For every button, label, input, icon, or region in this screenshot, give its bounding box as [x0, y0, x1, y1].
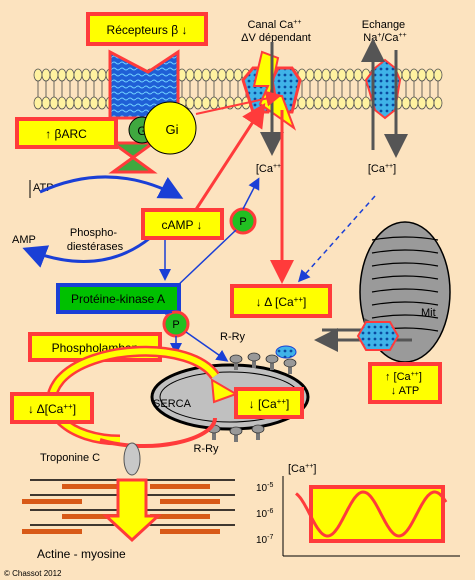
- barc-label: ↑ βARC: [45, 127, 87, 141]
- exchanger-to-delta-ca-arrow: [298, 195, 376, 283]
- svg-text:P: P: [239, 216, 246, 228]
- troponine-label: Troponine C: [40, 452, 100, 464]
- camp-box: cAMP ↓: [141, 208, 224, 240]
- delta-ca-box: ↓ Δ [Ca++]: [230, 284, 332, 318]
- p2-to-rry-arrow: [185, 331, 229, 362]
- camp-to-amp-arrow: [22, 236, 151, 268]
- pka-to-p-line: [174, 229, 237, 289]
- svg-text:↓ [Ca++]: ↓ [Ca++]: [249, 397, 290, 411]
- camp-to-channel-arrow: [193, 102, 266, 212]
- graph-box: [309, 485, 445, 543]
- gi-to-channel-arrow: [195, 90, 282, 115]
- svg-text:↓ Δ [Ca++]: ↓ Δ [Ca++]: [256, 295, 307, 309]
- actine-myosine-label: Actine - myosine: [37, 547, 126, 561]
- phosphate-circle-2: P: [162, 310, 190, 338]
- beta-receptors-box: Récepteurs β ↓: [86, 12, 208, 46]
- gs-label: G: [137, 124, 146, 138]
- graph-ylabel: [Ca++]: [288, 463, 316, 475]
- beta-receptors-label: Récepteurs β ↓: [107, 23, 188, 37]
- atp-label: ATP: [33, 182, 54, 194]
- mito-box: ↑ [Ca++] ↓ ATP: [368, 362, 442, 404]
- phosphate-circle-1: P: [229, 207, 257, 235]
- copyright-label: © Chassot 2012: [4, 569, 62, 578]
- rry-bottom-label: R-Ry: [193, 443, 219, 455]
- amp-label: AMP: [12, 234, 36, 246]
- ca-under-exchanger: [Ca++]: [368, 163, 396, 175]
- gi-label: Gi: [166, 122, 179, 137]
- mito-exchanger-icon: [356, 321, 400, 351]
- pka-label: Protéine-kinase A: [71, 292, 165, 306]
- serca-label: SERCA: [153, 398, 192, 410]
- svg-text:↓ Δ[Ca++]: ↓ Δ[Ca++]: [28, 402, 76, 416]
- contraction-arrow: [102, 478, 162, 543]
- rry-top-label: R-Ry: [220, 331, 246, 343]
- beta-receptor-icon: [108, 49, 180, 120]
- svg-text:↑ [Ca++] ↓ ATP: ↑ [Ca++] ↓ ATP: [385, 371, 425, 397]
- sr-cycle-arrow-head: [210, 378, 239, 404]
- calcium-oscillation-wave: [295, 490, 448, 538]
- graph-tick-1: 10-5: [256, 482, 273, 494]
- p-to-ca-arrow: [242, 177, 260, 210]
- graph-tick-3: 10-7: [256, 534, 273, 546]
- ryanodine-receptors: [207, 345, 297, 442]
- sr-ca-box: ↓ [Ca++]: [234, 387, 304, 419]
- g-protein-icon: G Gi: [108, 101, 197, 174]
- phosphodiesterases-label: Phospho- diestérases: [67, 227, 124, 253]
- pka-box: Protéine-kinase A: [56, 283, 181, 314]
- svg-text:P: P: [172, 319, 179, 331]
- delta-ca-left-box: ↓ Δ[Ca++]: [10, 392, 94, 424]
- canal-title: Canal Ca++ ΔV dépendant: [241, 15, 311, 44]
- troponine-icon: [123, 442, 141, 476]
- barc-box: ↑ βARC: [15, 117, 118, 149]
- sr-cycle-arrow: [48, 348, 218, 443]
- sr-cycle-lower-arrow: [99, 417, 217, 448]
- graph-tick-2: 10-6: [256, 508, 273, 520]
- atp-to-camp-arrow: [39, 175, 184, 199]
- pka-to-p2-line: [164, 311, 173, 315]
- mit-label: Mit: [421, 307, 436, 319]
- camp-label: cAMP ↓: [161, 218, 202, 232]
- ca-oscillation-graph: [Ca++] 10-5 10-6 10-7: [256, 463, 460, 557]
